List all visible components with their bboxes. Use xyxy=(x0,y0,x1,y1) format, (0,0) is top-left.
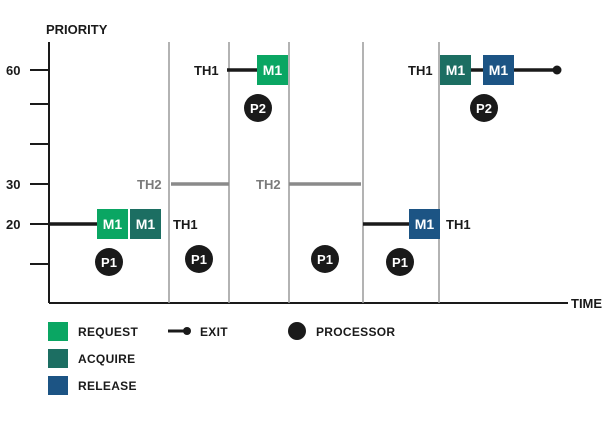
processor-p1-label: P1 xyxy=(191,252,207,267)
processor-p1-label: P1 xyxy=(392,255,408,270)
th1-label: TH1 xyxy=(173,217,198,232)
legend-exit-dot xyxy=(183,327,191,335)
th1-label: TH1 xyxy=(446,217,471,232)
y-axis-title: PRIORITY xyxy=(46,22,108,37)
th2-label: TH2 xyxy=(137,177,162,192)
m1-release-label: M1 xyxy=(489,62,509,78)
th2-label: TH2 xyxy=(256,177,281,192)
m1-acquire-box xyxy=(130,209,161,239)
processor-p1-badge xyxy=(311,245,339,273)
m1-request-label: M1 xyxy=(103,216,123,232)
legend-acquire-label: ACQUIRE xyxy=(78,352,135,366)
processor-p1-badge xyxy=(95,248,123,276)
processor-p2-label: P2 xyxy=(476,101,492,116)
legend-request-swatch xyxy=(48,322,68,341)
m1-acquire-label: M1 xyxy=(136,216,156,232)
m1-acquire-box xyxy=(440,55,471,85)
processor-p1-label: P1 xyxy=(317,252,333,267)
m1-release-box xyxy=(409,209,440,239)
processor-p2-badge xyxy=(470,94,498,122)
legend-processor-icon xyxy=(288,322,306,340)
m1-acquire-label: M1 xyxy=(446,62,466,78)
legend-acquire-swatch xyxy=(48,349,68,368)
th1-label: TH1 xyxy=(408,63,433,78)
m1-release-box xyxy=(483,55,514,85)
m1-request-box xyxy=(97,209,128,239)
processor-p2-badge xyxy=(244,94,272,122)
processor-p1-label: P1 xyxy=(101,255,117,270)
y-tick-label-30: 30 xyxy=(6,177,20,192)
m1-release-label: M1 xyxy=(415,216,435,232)
th1-label: TH1 xyxy=(194,63,219,78)
legend-release-swatch xyxy=(48,376,68,395)
x-axis-title: TIME xyxy=(571,296,602,311)
legend-request-label: REQUEST xyxy=(78,325,138,339)
m1-request-label: M1 xyxy=(263,62,283,78)
processor-p1-badge xyxy=(185,245,213,273)
y-tick-label-20: 20 xyxy=(6,217,20,232)
legend-exit-label: EXIT xyxy=(200,325,228,339)
legend-processor-label: PROCESSOR xyxy=(316,325,395,339)
exit-dot xyxy=(552,65,562,75)
legend-release-label: RELEASE xyxy=(78,379,137,393)
processor-p1-badge xyxy=(386,248,414,276)
y-tick-label-60: 60 xyxy=(6,63,20,78)
m1-request-box xyxy=(257,55,288,85)
processor-p2-label: P2 xyxy=(250,101,266,116)
